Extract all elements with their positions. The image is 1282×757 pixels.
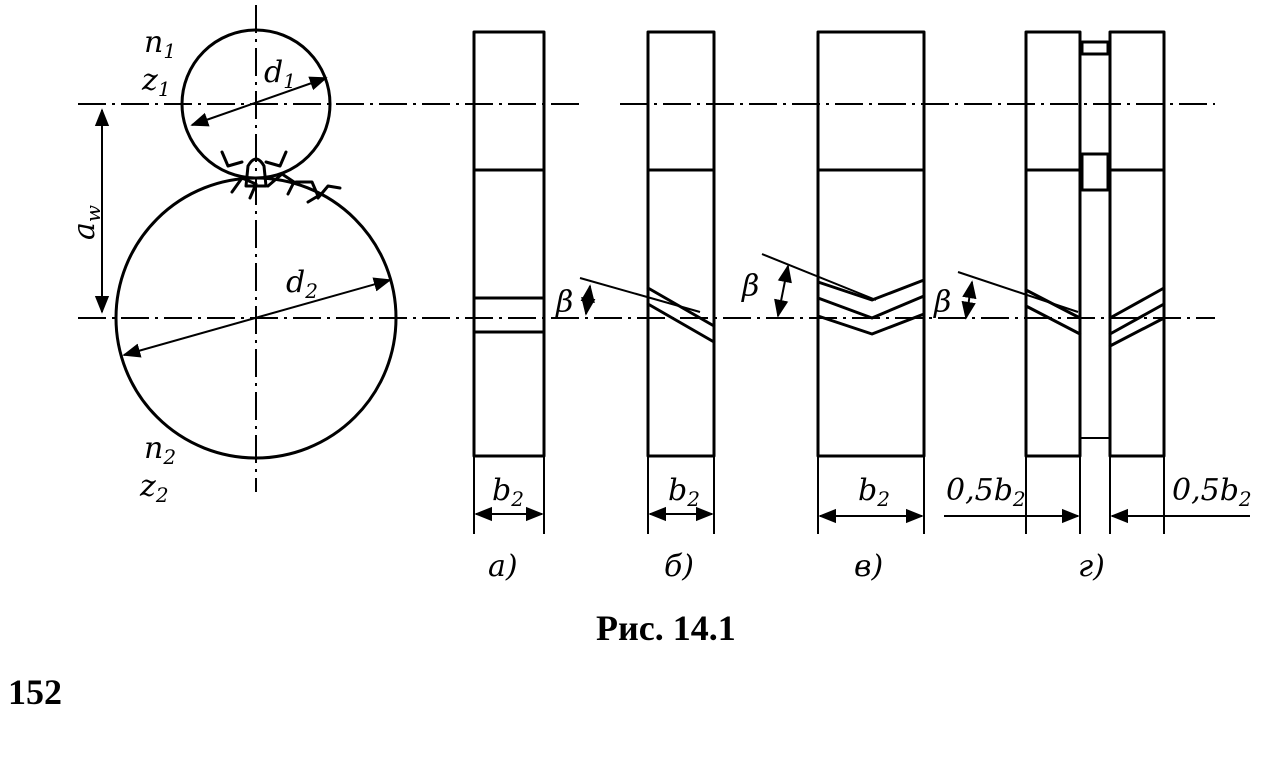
- d2-label: d2: [286, 265, 318, 303]
- beta-label-c: β: [933, 285, 951, 320]
- half-b2-label-right: 0,5b2: [1172, 473, 1252, 511]
- figure-caption: Рис. 14.1: [596, 608, 736, 648]
- d1-dimension-line: [190, 76, 328, 127]
- page-number: 152: [8, 672, 62, 712]
- variant-b-helical: b2 б) β: [646, 30, 877, 584]
- aw-label: aw: [67, 205, 105, 240]
- variant-d-split-herringbone: 0,5b2 0,5b2 г): [944, 30, 1252, 584]
- wheel-circle: [114, 176, 398, 460]
- variant-a-spur: b2 а) β: [472, 30, 701, 584]
- variant-label-a: а): [488, 549, 518, 584]
- variant-label-d: г): [1078, 549, 1105, 584]
- z2-label: z2: [139, 469, 169, 507]
- n2-label: n2: [144, 431, 176, 469]
- beta-label-b: β: [741, 269, 759, 304]
- b2-label-c: b2: [858, 473, 890, 511]
- gear-pair-view: n1 z1 d1 aw d2 n2 z2: [67, 5, 1215, 507]
- meshing-teeth: [220, 150, 342, 204]
- b2-label-b: b2: [668, 473, 700, 511]
- variant-label-b: б): [664, 549, 694, 584]
- n1-label: n1: [144, 25, 176, 63]
- beta-label-a: β: [555, 285, 573, 320]
- half-b2-label-left: 0,5b2: [946, 473, 1026, 511]
- d2-dimension-line: [122, 277, 392, 358]
- d1-label: d1: [264, 55, 296, 93]
- z1-label: z1: [141, 63, 171, 101]
- variant-label-c: в): [854, 549, 883, 584]
- b2-label-a: b2: [492, 473, 524, 511]
